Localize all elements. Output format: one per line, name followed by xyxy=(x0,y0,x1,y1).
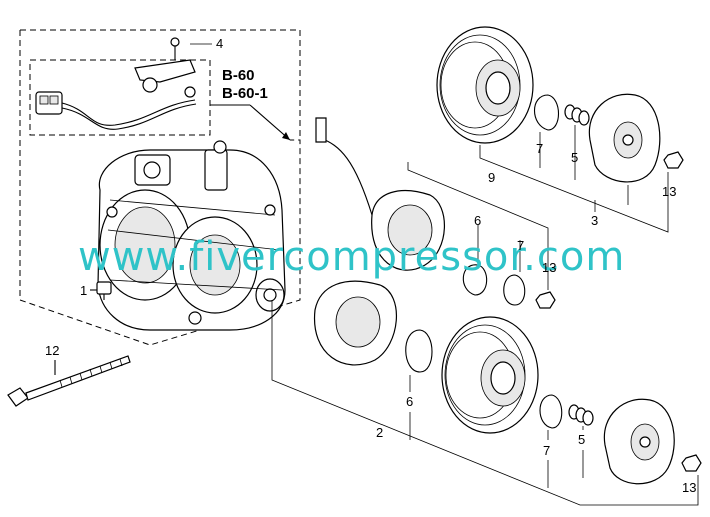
harness-inset xyxy=(29,37,211,136)
nut-13-upper xyxy=(663,151,684,169)
armature-plate-upper xyxy=(588,93,661,183)
callout-7-middle: 7 xyxy=(517,238,524,253)
reference-b60-1: B-60-1 xyxy=(222,85,268,102)
snap-ring-6-lower xyxy=(405,329,433,373)
reference-b60: B-60 xyxy=(222,67,255,84)
snap-ring-7-middle xyxy=(503,274,526,306)
callout-12: 12 xyxy=(45,343,59,358)
pulley-upper xyxy=(436,26,534,144)
callout-5-lower: 5 xyxy=(578,432,585,447)
snap-ring-upper xyxy=(534,94,560,131)
watermark-text: www.fivercompressor.com xyxy=(78,234,625,280)
snap-ring-middle xyxy=(462,264,488,296)
callout-3: 3 xyxy=(591,213,598,228)
field-coil-middle xyxy=(315,117,445,271)
nut-13-middle xyxy=(535,291,556,309)
armature-plate-lower xyxy=(603,398,675,485)
snap-ring-7-lower xyxy=(539,394,563,429)
leader-lines xyxy=(190,43,699,506)
field-coil-lower xyxy=(313,280,398,366)
callout-4: 4 xyxy=(216,36,223,51)
callout-1: 1 xyxy=(80,283,87,298)
bolt-1 xyxy=(90,281,112,300)
ref-leader xyxy=(210,104,291,141)
callout-2: 2 xyxy=(376,425,383,440)
callout-13-middle: 13 xyxy=(542,260,556,275)
callout-7-upper: 7 xyxy=(536,141,543,156)
shims-upper xyxy=(564,104,590,126)
pulley-lower xyxy=(441,316,539,434)
callout-5-upper: 5 xyxy=(571,150,578,165)
long-bolt-12 xyxy=(7,355,131,407)
callout-6-middle: 6 xyxy=(474,213,481,228)
callout-13-upper: 13 xyxy=(662,184,676,199)
callout-7-lower: 7 xyxy=(543,443,550,458)
callout-9: 9 xyxy=(488,170,495,185)
compressor-body xyxy=(97,140,286,331)
nut-13-lower xyxy=(681,454,702,472)
shims-lower xyxy=(568,404,594,426)
callout-6-lower: 6 xyxy=(406,394,413,409)
callout-13-lower: 13 xyxy=(682,480,696,495)
